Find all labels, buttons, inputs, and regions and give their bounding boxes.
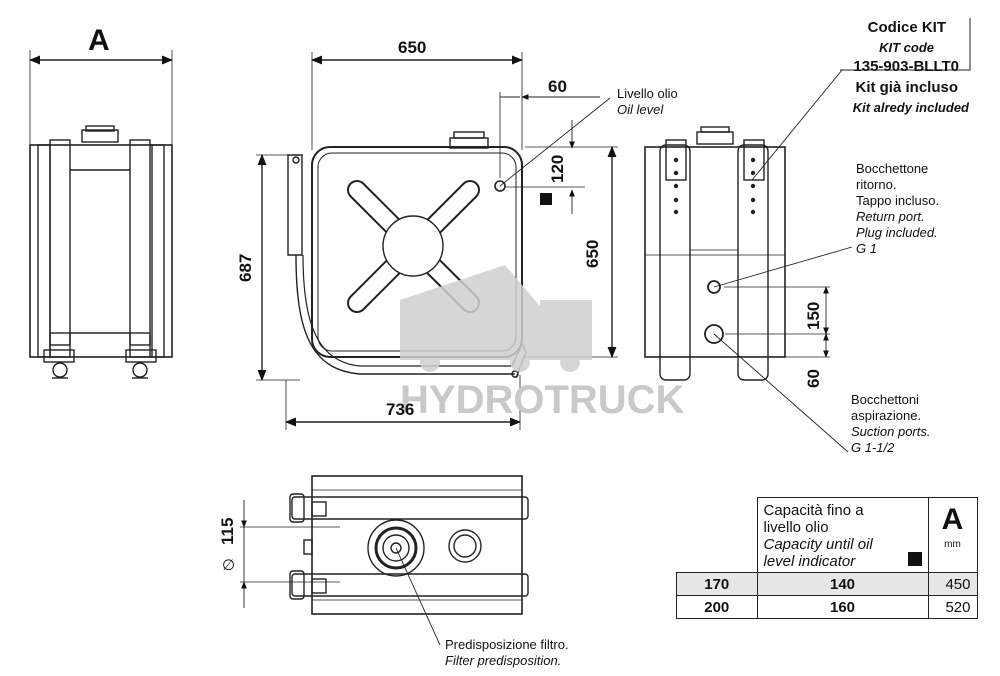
return-port-label-en-1: Return port. [856, 209, 925, 224]
dim-120: 120 [548, 154, 567, 183]
header-capacity-en-2: level indicator [763, 553, 856, 570]
row-total: 200 [676, 595, 758, 619]
diameter-symbol: ∅ [222, 557, 236, 574]
tank-body-side [29, 144, 173, 358]
dim-650-top: 650 [398, 38, 427, 57]
kit-box-line [840, 18, 971, 71]
dim-60-right: 60 [804, 369, 823, 388]
table-header-empty [677, 498, 758, 573]
return-port-label-1: Bocchettone [856, 161, 929, 176]
suction-port-leader [713, 333, 849, 453]
dim-687: 687 [236, 253, 255, 282]
kit-included-label: Kit già incluso [855, 79, 958, 96]
bolt-holes-right [750, 157, 756, 215]
suction-ports-label-en: Suction ports. [851, 424, 931, 439]
oil-level-label: Livello olio [617, 86, 678, 101]
bolt-holes-left [673, 157, 679, 215]
strap-upper [291, 496, 529, 520]
kit-code-label-en: KIT code [879, 40, 934, 55]
watermark-truck [400, 265, 592, 372]
header-a: A [941, 503, 964, 536]
table-row: 200 160 520 [676, 595, 978, 619]
front-view [256, 52, 618, 430]
dim-736: 736 [386, 400, 415, 419]
watermark-text: HYDROTRUCK [400, 378, 685, 422]
table-row: 170 140 450 [676, 572, 978, 596]
tank-body-right [644, 146, 786, 358]
row-total: 170 [676, 572, 758, 596]
return-port-leader [713, 246, 853, 288]
kit-included-label-en: Kit alredy included [852, 100, 969, 115]
header-capacity-1: Capacità fino a [763, 502, 864, 519]
row-capacity: 140 [756, 572, 929, 596]
table-header-capacity: Capacità fino a livello olio Capacity un… [756, 497, 929, 573]
oil-level-leader [499, 97, 611, 187]
side-view-a [28, 50, 174, 379]
oil-level-marker [540, 193, 552, 205]
side-view-right [644, 126, 830, 381]
return-port-size: G 1 [856, 241, 877, 256]
suction-ports-label-1: Bocchettoni [851, 392, 919, 407]
oil-level-label-en: Oil level [617, 102, 664, 117]
row-a: 520 [927, 595, 978, 619]
return-port-label-3: Tappo incluso. [856, 193, 940, 208]
return-port [707, 280, 721, 294]
header-unit: mm [944, 539, 961, 550]
suction-ports-label-2: aspirazione. [851, 408, 922, 423]
oil-level-marker-legend [907, 552, 922, 566]
suction-ports-size: G 1-1/2 [851, 440, 895, 455]
return-port-label-en-2: Plug included. [856, 225, 938, 240]
strap-lower [291, 573, 529, 597]
view-label-a: A [88, 24, 110, 57]
dim-115: 115 [218, 517, 237, 545]
filter-label: Predisposizione filtro. [445, 637, 569, 652]
filter-leader [395, 547, 441, 646]
dim-650-right: 650 [583, 239, 602, 268]
header-capacity-en-1: Capacity until oil [763, 536, 873, 553]
top-view [240, 475, 529, 615]
kit-leader [751, 69, 843, 181]
capacity-table: Capacità fino a livello olio Capacity un… [676, 497, 978, 619]
dim-60-top: 60 [548, 77, 567, 96]
filler-cap-top [448, 529, 482, 563]
table-header-row: Capacità fino a livello olio Capacity un… [677, 497, 978, 573]
kit-code-label: Codice KIT [867, 19, 946, 36]
row-capacity: 160 [756, 595, 929, 619]
filler-cap [81, 129, 119, 143]
row-a: 450 [927, 572, 978, 596]
dim-150: 150 [804, 301, 823, 330]
oil-level-plug [494, 180, 506, 192]
filter-label-en: Filter predisposition. [445, 653, 562, 668]
return-port-label-2: ritorno. [856, 177, 897, 192]
header-capacity-2: livello olio [763, 519, 829, 536]
filter-flange [367, 519, 425, 577]
kit-code-value: 135-903-BLLT0 [853, 58, 959, 75]
suction-port [704, 324, 724, 344]
table-header-a: A mm [927, 497, 978, 573]
